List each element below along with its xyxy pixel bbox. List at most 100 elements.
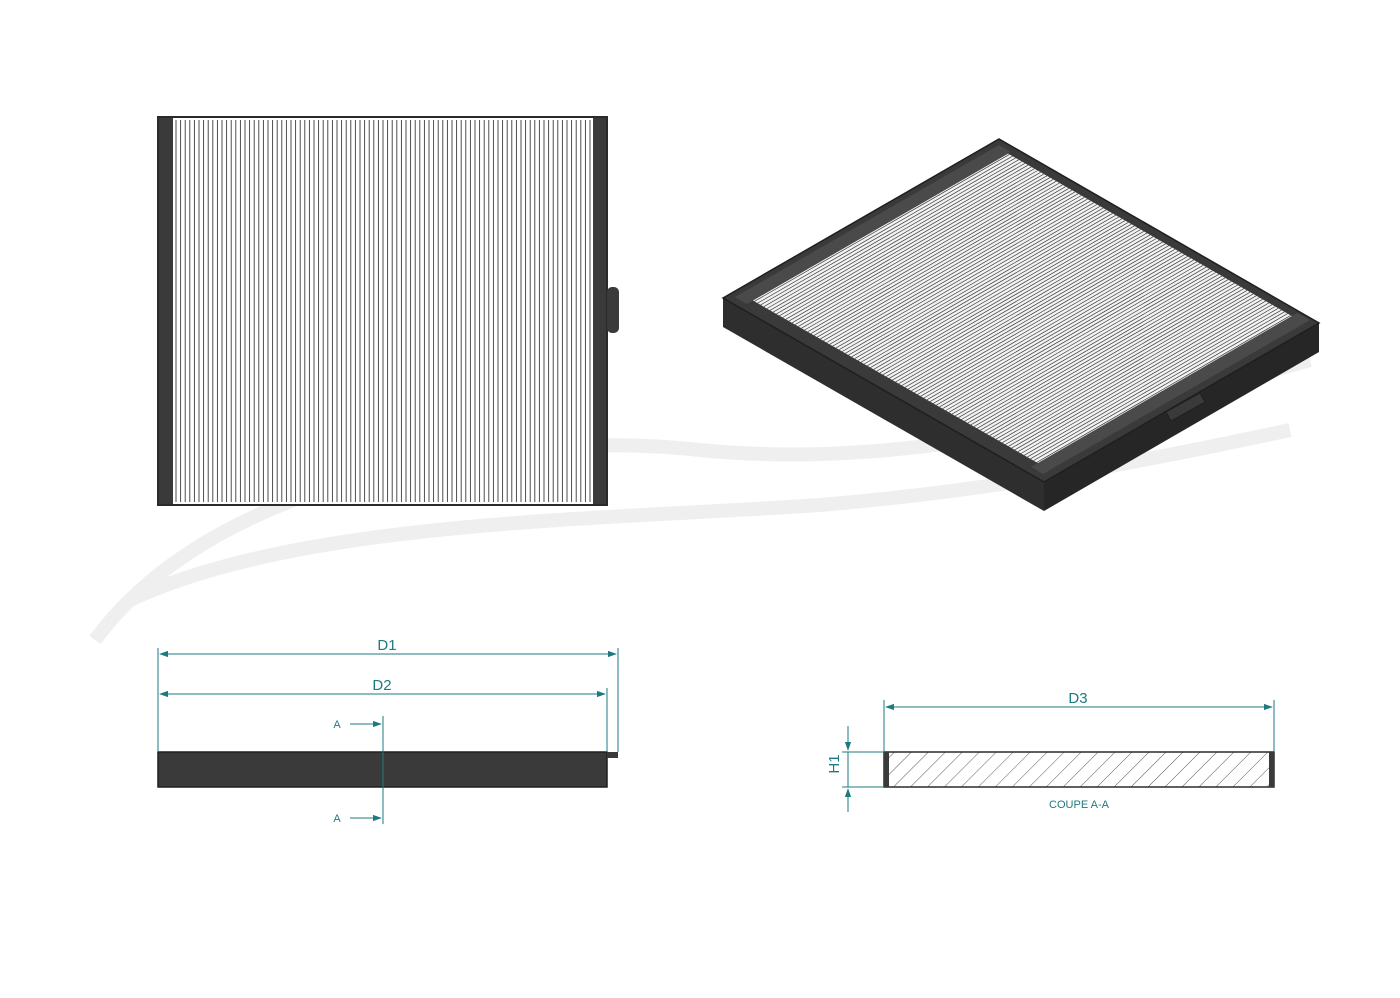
dimension-d2-label: D2: [372, 677, 391, 694]
iso-pleat-line: [895, 234, 1151, 383]
iso-pleat-line: [838, 202, 1094, 351]
iso-pleat-line: [776, 166, 1032, 315]
iso-pleat-line: [933, 256, 1188, 404]
dimension-h1-label: H1: [826, 754, 843, 773]
iso-pleat-line: [976, 281, 1232, 429]
iso-pleat-line: [989, 288, 1245, 436]
section-marker-top: A: [333, 719, 341, 731]
front-view-left-frame: [158, 117, 173, 505]
iso-pleat-line: [886, 229, 1141, 377]
isometric-view: [721, 138, 1321, 511]
iso-pleat-line: [1033, 313, 1288, 461]
iso-right-side: [1044, 323, 1319, 511]
iso-pleat-line: [854, 211, 1110, 359]
iso-pleat-line: [955, 268, 1210, 417]
iso-pleat-line: [901, 238, 1157, 386]
iso-pleat-line: [835, 200, 1091, 349]
front-view-pleats: [175, 120, 591, 502]
iso-pleat-line: [832, 198, 1088, 347]
iso-pleat-line: [826, 195, 1082, 343]
iso-pleat-line: [964, 273, 1219, 422]
iso-pleat-line: [939, 259, 1194, 408]
iso-pleat-line: [892, 232, 1148, 381]
iso-pleat-line: [857, 213, 1113, 361]
iso-pleat-line: [948, 264, 1204, 413]
iso-pleat-line: [842, 204, 1098, 352]
iso-pleat-line: [995, 291, 1251, 440]
iso-pleat-line: [867, 218, 1123, 367]
iso-pleat-line: [829, 196, 1085, 345]
iso-pleat-line: [807, 184, 1063, 333]
section-view-body: [883, 751, 1275, 788]
iso-pleat-line: [961, 272, 1216, 420]
iso-pleat-line: [816, 189, 1073, 338]
iso-pleat-line: [851, 209, 1107, 358]
section-marker-bottom: A: [333, 813, 341, 825]
iso-pleat-line: [779, 168, 1035, 317]
iso-pleat-line: [791, 175, 1048, 324]
iso-pleat-line: [1027, 309, 1282, 458]
side-view: D1 D2 A A: [157, 637, 619, 825]
iso-pleat-line: [945, 263, 1201, 411]
iso-pleat-line: [870, 220, 1126, 368]
iso-pleat-line: [801, 180, 1057, 329]
iso-pleat-line: [936, 257, 1191, 406]
front-view-right-frame: [593, 117, 607, 505]
iso-pleat-line: [1017, 304, 1273, 453]
iso-pleat-line: [1030, 311, 1285, 460]
iso-pleat-line: [1024, 307, 1279, 456]
iso-pleat-line: [942, 261, 1198, 410]
iso-pleat-line: [860, 214, 1116, 363]
iso-pleat-line: [813, 188, 1069, 336]
iso-pleat-line: [907, 241, 1163, 390]
iso-pleat-line: [1036, 315, 1291, 463]
iso-pleat-line: [967, 275, 1223, 424]
iso-pleat-line: [992, 290, 1248, 438]
iso-pleat-line: [810, 186, 1066, 334]
section-view-left-frame: [884, 752, 889, 787]
iso-pleat-line: [1011, 300, 1266, 449]
front-view: [157, 116, 619, 506]
iso-pleat-line: [845, 205, 1101, 354]
iso-pleat-line: [754, 154, 1010, 302]
iso-pleat-line: [760, 157, 1016, 306]
iso-pleat-line: [864, 216, 1119, 365]
iso-pleat-line: [1008, 298, 1263, 447]
section-view-extension-lines: [842, 700, 1275, 788]
iso-pleat-line: [876, 223, 1132, 372]
iso-pleat-line: [788, 173, 1044, 322]
iso-pleat-line: [889, 230, 1144, 379]
iso-left-side: [723, 298, 1044, 511]
section-view-right-frame: [1269, 752, 1274, 787]
iso-tab: [1165, 392, 1206, 422]
iso-pleat-line: [873, 222, 1129, 370]
iso-pleat-line: [879, 225, 1135, 374]
iso-pleat-line: [958, 270, 1213, 419]
iso-pleat-line: [798, 179, 1054, 327]
iso-inner-strip-left: [735, 145, 1011, 304]
iso-pleat-line: [926, 252, 1182, 401]
iso-pleat-line: [773, 164, 1029, 313]
iso-pleat-line: [983, 284, 1238, 433]
iso-pleat-line: [898, 236, 1154, 385]
iso-pleat-line: [973, 279, 1229, 427]
front-view-tab: [607, 287, 619, 333]
iso-pleat-line: [914, 245, 1169, 393]
iso-pleat-line: [951, 266, 1207, 415]
iso-pleat-line: [804, 182, 1060, 331]
dimension-d1-label: D1: [377, 637, 396, 654]
iso-pleat-line: [986, 286, 1241, 435]
iso-pleat-line: [769, 162, 1026, 311]
iso-pleat-line: [823, 193, 1079, 342]
iso-pleat-line: [782, 170, 1038, 318]
front-view-pleats-area: [158, 117, 607, 505]
iso-pleat-line: [1005, 297, 1260, 445]
iso-pleat-line: [923, 250, 1179, 399]
iso-pleat-line: [1020, 306, 1276, 454]
iso-pleat-line: [763, 159, 1019, 308]
iso-pleat-line: [785, 171, 1041, 320]
iso-pleat-line: [970, 277, 1226, 426]
iso-pleat-line: [820, 191, 1076, 340]
iso-pleat-line: [998, 293, 1254, 442]
